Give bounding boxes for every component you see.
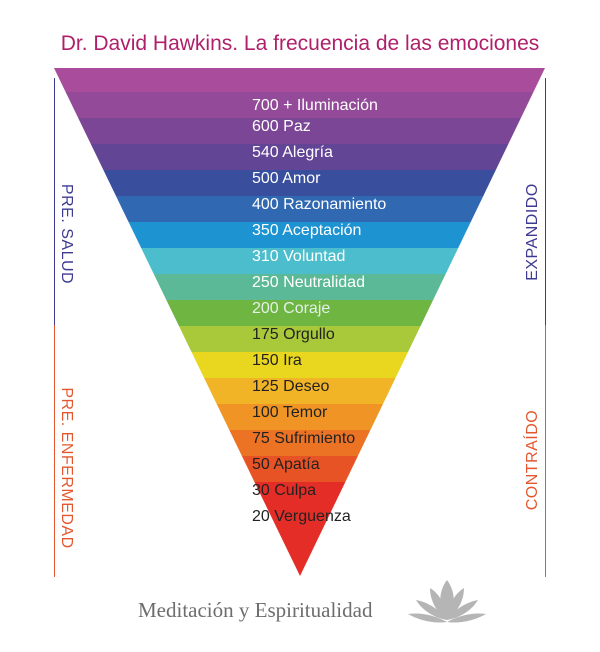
band-label: 30 Culpa [252, 482, 316, 499]
pyramid-band [229, 430, 371, 456]
right-divider-bottom [545, 325, 546, 577]
pyramid-band [241, 456, 358, 482]
band-label: 75 Sufrimiento [252, 430, 355, 447]
label-pre-enfermedad: PRE. ENFERMEDAD [58, 387, 75, 549]
band-label: 540 Alegría [252, 144, 333, 161]
band-label: 350 Aceptación [252, 222, 361, 239]
lotus-icon [408, 580, 486, 623]
pyramid-band [153, 274, 446, 300]
pyramid-band [254, 482, 346, 576]
pyramid-band [103, 170, 496, 196]
left-divider-bottom [54, 325, 55, 577]
pyramid-band [115, 196, 484, 222]
left-divider-top [54, 78, 55, 325]
band-label: 500 Amor [252, 170, 321, 187]
pyramid-band [90, 144, 509, 170]
pyramid-band [128, 222, 471, 248]
label-contraido: CONTRAÍDO [524, 409, 541, 511]
footer-brand: Meditación y Espiritualidad [138, 598, 373, 622]
pyramid-band [65, 92, 534, 118]
band-label: 100 Temor [252, 404, 328, 421]
band-label: 400 Razonamiento [252, 196, 386, 213]
pyramid-band [191, 352, 409, 378]
page-title: Dr. David Hawkins. La frecuencia de las … [60, 32, 540, 55]
right-divider-top [545, 78, 546, 325]
pyramid-band [204, 378, 396, 404]
band-label: 175 Orgullo [252, 326, 335, 343]
band-label: 50 Apatía [252, 456, 320, 473]
pyramid-band [166, 300, 434, 326]
band-label: 310 Voluntad [252, 248, 345, 265]
label-pre-salud: PRE. SALUD [58, 183, 75, 285]
pyramid-band [54, 68, 545, 92]
band-label: 20 Verguenza [252, 508, 351, 525]
pyramid-band [178, 326, 421, 352]
label-expandido: EXPANDIDO [524, 183, 541, 281]
pyramid-band [141, 248, 459, 274]
band-label: 200 Coraje [252, 300, 330, 317]
band-label: 600 Paz [252, 118, 311, 135]
pyramid-band [216, 404, 383, 430]
band-label: 125 Deseo [252, 378, 329, 395]
band-label: 250 Neutralidad [252, 274, 365, 291]
band-label: 700 + Iluminación [252, 97, 378, 114]
band-label: 150 Ira [252, 352, 302, 369]
pyramid-band [78, 118, 521, 144]
